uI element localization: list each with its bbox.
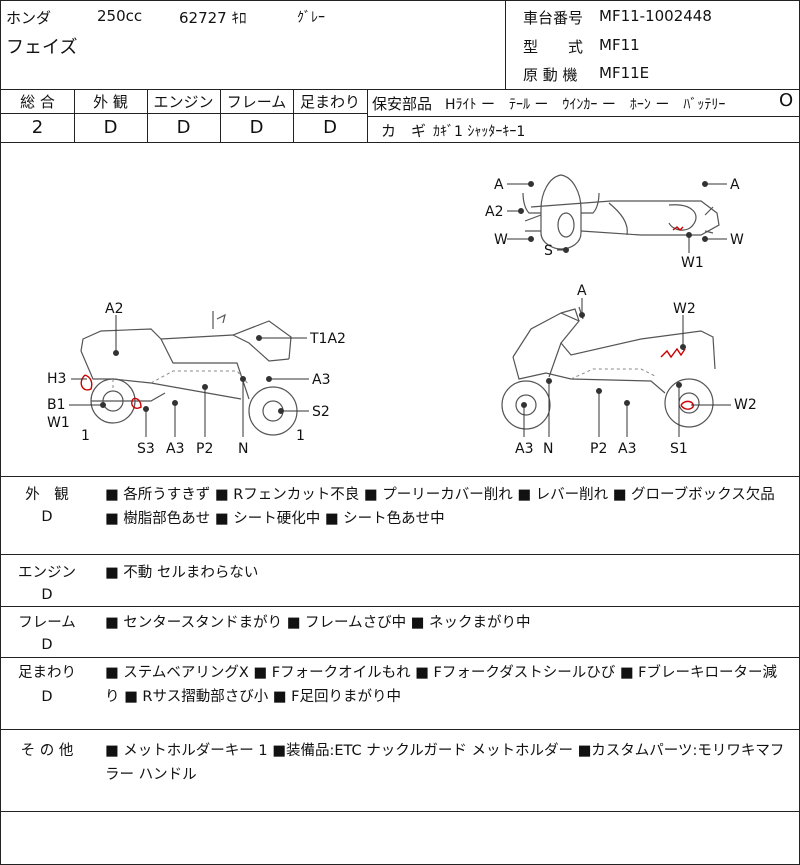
damage-mark xyxy=(131,397,142,409)
rule xyxy=(293,89,294,142)
callout-label: A xyxy=(494,177,504,193)
damage-mark xyxy=(660,347,686,359)
rule xyxy=(1,811,799,812)
grade-suspension: D xyxy=(323,117,337,138)
engine-value: MF11E xyxy=(599,64,650,82)
rule xyxy=(367,116,799,117)
rule xyxy=(74,89,75,142)
note-grade: D xyxy=(41,689,53,705)
note-grade: D xyxy=(41,509,53,525)
rule xyxy=(220,89,221,142)
callout-label: S3 xyxy=(137,441,155,457)
callout-label: 1 xyxy=(81,428,90,444)
callout-label: W1 xyxy=(47,415,70,431)
note-text-engine: ■ 不動 セルまわらない xyxy=(105,565,259,581)
left-side-callouts xyxy=(69,315,309,437)
panel-lines xyxy=(570,368,658,380)
model-name: フェイズ xyxy=(6,37,78,58)
grade-engine: D xyxy=(176,117,191,138)
left-side-scooter xyxy=(80,311,298,436)
rule xyxy=(1,729,799,730)
damage-diagram: A A2 W S A W W1 xyxy=(47,174,757,457)
displacement: 250cc xyxy=(97,7,143,25)
callout-label: A2 xyxy=(485,204,503,220)
grade-header-overall: 総 合 xyxy=(20,93,55,111)
type-value: MF11 xyxy=(599,36,640,54)
callout-label: B1 xyxy=(47,397,66,413)
grade-header-frame: フレーム xyxy=(226,93,287,111)
grade-frame: D xyxy=(249,117,264,138)
callout-label: W2 xyxy=(673,301,696,317)
frame-no: MF11-1002448 xyxy=(599,7,712,25)
key-value: ｶｷﾞ1 ｼｬｯﾀｰｷｰ1 xyxy=(433,124,526,140)
callout-label: A xyxy=(730,177,740,193)
note-text-other: ■ メットホルダーキー 1 ■装備品:ETC ナックルガード メットホルダー ■… xyxy=(105,743,785,783)
note-category: 外 観 xyxy=(25,487,69,503)
callout-label: H3 xyxy=(47,371,66,387)
rule xyxy=(147,89,148,142)
note-grade: D xyxy=(41,587,53,603)
note-category: フレーム xyxy=(18,615,76,631)
callout-label: A3 xyxy=(166,441,184,457)
callout-label: S2 xyxy=(312,404,330,420)
note-text-exterior: ■ 各所うすきず ■ Rフェンカット不良 ■ プーリーカバー削れ ■ レバー削れ… xyxy=(105,487,775,527)
battery-ok-mark: O xyxy=(779,90,794,111)
grade-header-exterior: 外 観 xyxy=(93,93,128,111)
damage-mark xyxy=(680,400,694,410)
callout-label: A3 xyxy=(515,441,533,457)
frame-no-label: 車台番号 xyxy=(523,9,584,27)
engine-label: 原 動 機 xyxy=(523,66,578,84)
callout-label: A3 xyxy=(618,441,636,457)
callout-label: P2 xyxy=(590,441,607,457)
grade-header-suspension: 足まわり xyxy=(299,93,360,111)
header-divider xyxy=(505,1,506,89)
callout-label: T1A2 xyxy=(309,331,346,347)
callout-label: S xyxy=(544,243,553,259)
grade-exterior: D xyxy=(103,117,118,138)
safety-label: 保安部品 xyxy=(372,95,433,113)
rule xyxy=(1,657,799,658)
callout-label: W2 xyxy=(734,397,757,413)
note-category: エンジン xyxy=(18,565,76,581)
callout-label: A2 xyxy=(105,301,123,317)
callout-label: W xyxy=(494,232,508,248)
note-category: そ の 他 xyxy=(20,743,74,759)
callout-label: W1 xyxy=(681,255,704,271)
callout-label: A3 xyxy=(312,372,330,388)
rule xyxy=(1,89,799,90)
top-view-scooter xyxy=(522,174,720,250)
rule xyxy=(1,113,367,114)
top-view-callouts xyxy=(507,181,727,253)
note-category: 足まわり xyxy=(18,665,76,681)
callout-label: 1 xyxy=(296,428,305,444)
note-text-frame: ■ センタースタンドまがり ■ フレームさび中 ■ ネックまがり中 xyxy=(105,615,531,631)
type-label: 型 式 xyxy=(523,38,584,56)
rule xyxy=(1,606,799,607)
damage-mark xyxy=(672,226,684,231)
grade-overall: 2 xyxy=(31,117,44,138)
rule xyxy=(1,476,799,477)
rule xyxy=(1,554,799,555)
rule xyxy=(367,89,368,142)
safety-items: Hﾗｲﾄ ー ﾃｰﾙ ー ｳｲﾝｶｰ ー ﾎｰﾝ ー ﾊﾞｯﾃﾘｰ xyxy=(445,97,726,113)
right-side-callouts xyxy=(521,298,731,437)
mileage: 62727 ｷﾛ xyxy=(179,9,247,27)
callout-label: S1 xyxy=(670,441,688,457)
maker: ホンダ xyxy=(6,9,52,27)
callout-label: N xyxy=(238,441,248,457)
callout-label: W xyxy=(730,232,744,248)
note-text-suspension: ■ ステムベアリングX ■ Fフォークオイルもれ ■ Fフォークダストシールひび… xyxy=(105,665,777,705)
callout-label: A xyxy=(577,283,587,299)
grade-header-engine: エンジン xyxy=(153,93,214,111)
color: ｸﾞﾚｰ xyxy=(297,10,325,26)
key-label: カ ギ xyxy=(381,122,427,140)
note-grade: D xyxy=(41,637,53,653)
rule xyxy=(1,142,799,143)
damage-mark xyxy=(80,374,93,391)
callout-label: P2 xyxy=(196,441,213,457)
callout-label: N xyxy=(543,441,553,457)
